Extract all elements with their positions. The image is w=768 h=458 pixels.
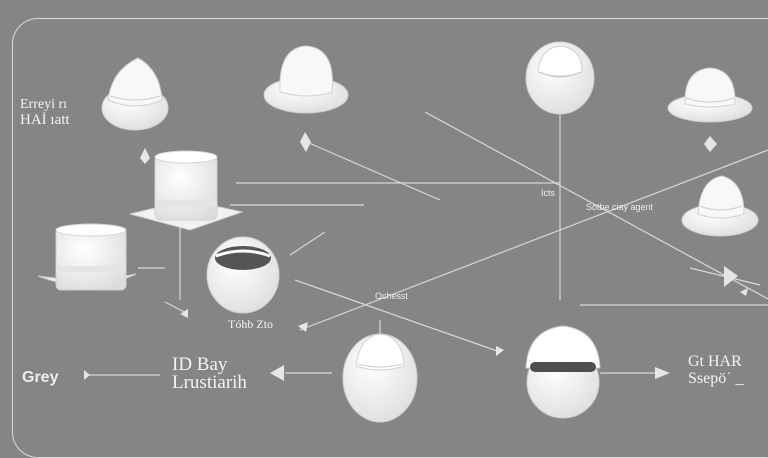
id-line-2: Lrustiarih — [172, 372, 247, 393]
fedora-hat-icon — [681, 175, 759, 237]
bowler-hat-icon — [667, 67, 753, 123]
cap-icon — [206, 236, 280, 314]
top-hat-icon — [37, 223, 137, 291]
title-line-2: HAİ ıatt — [20, 112, 70, 128]
cap-icon — [525, 41, 595, 115]
title-line-1: Erreyi rı — [20, 97, 68, 112]
right-line-2: Ssepö˙ _ — [688, 370, 744, 387]
arrowheads — [84, 132, 748, 381]
connector-lines — [86, 110, 768, 376]
right-line-1: Gt HAR — [688, 353, 742, 370]
bottom-mid-label: Tóhb Zto — [228, 317, 273, 331]
bowler-hat-icon — [263, 45, 349, 114]
center-mid-label: Ochesst — [375, 291, 409, 301]
center-right-label: Sotbe ciay agent — [586, 202, 654, 212]
id-line-1: ID Bay — [172, 354, 228, 375]
grey-label: Grey — [22, 369, 59, 386]
center-top-label: Icts — [541, 188, 556, 198]
bowler-hat-icon — [342, 333, 418, 423]
fedora-hat-icon — [101, 57, 169, 131]
top-hat-icon — [129, 150, 244, 231]
cap-icon — [525, 325, 601, 419]
hat-diagram — [37, 41, 768, 423]
